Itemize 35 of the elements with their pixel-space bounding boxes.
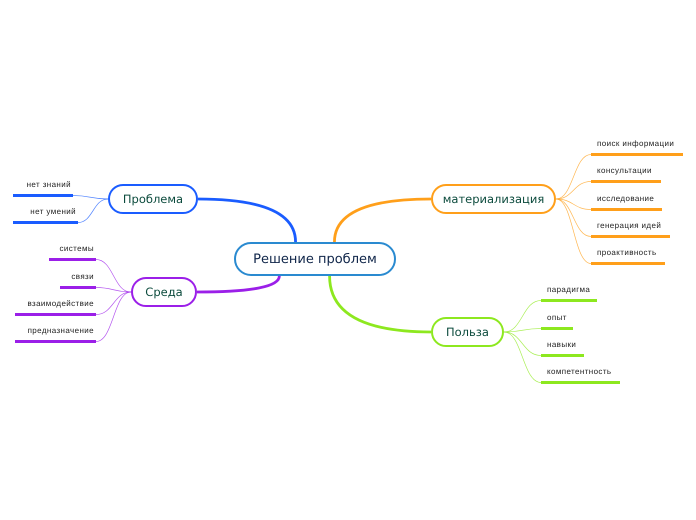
subtopic-label: навыки [541,340,584,357]
subtopic-label: генерация идей [591,221,670,238]
branch-line [556,198,592,210]
subtopic-label: нет знаний [13,180,73,197]
subtopic-label: системы [49,244,96,261]
branch-line [96,292,132,342]
branch-line [328,276,432,334]
branch-line [504,332,542,383]
branch-line [556,198,592,264]
branch-line [556,154,592,200]
branch-line [196,276,281,294]
topic-box: Проблема [108,184,198,214]
branch-line [333,198,432,242]
subtopic-label: проактивность [591,248,665,265]
topic-box: материализация [431,184,556,214]
branch-line [72,195,108,200]
topic-box: Польза [431,317,504,347]
subtopic-label: парадигма [541,285,597,302]
subtopic-label: опыт [541,313,573,330]
branch-line [504,332,542,356]
subtopic-label: связи [60,272,96,289]
central-topic-box: Решение проблем [234,242,396,276]
subtopic-label: консультации [591,166,661,183]
branch-line [504,328,542,332]
branch-line [78,198,108,223]
topic-box: Среда [131,277,197,307]
subtopic-label: поиск информации [591,139,683,156]
subtopic-label: исследование [591,194,662,211]
branch-line [198,198,297,242]
subtopic-label: компетентность [541,367,620,384]
subtopic-label: нет умений [13,207,78,224]
subtopic-label: предназначение [15,326,96,343]
branch-line [96,292,132,315]
branch-line [96,287,132,292]
subtopic-label: взаимодействие [15,299,96,316]
